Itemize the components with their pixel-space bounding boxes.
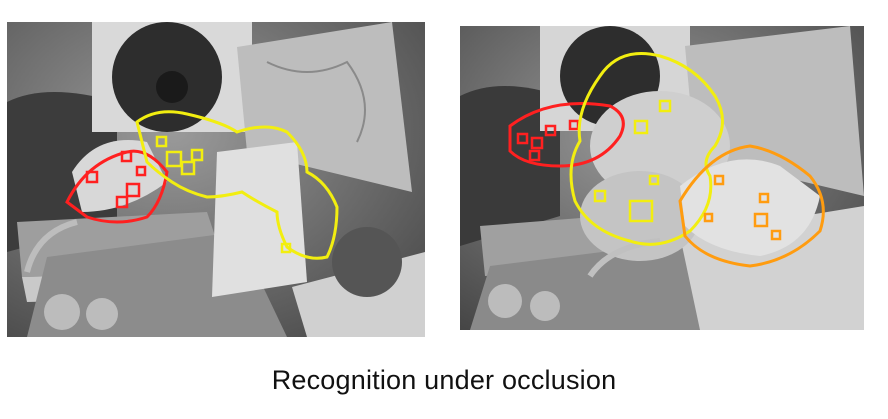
red-recognition-outline (65, 149, 169, 224)
phone-cord (587, 238, 661, 278)
yellow-feature-markers (593, 99, 672, 223)
red-feature-markers (85, 150, 147, 209)
magazine-badge-2 (530, 291, 560, 321)
magazine-badge (44, 294, 80, 330)
yellow-recognition-outline (135, 110, 339, 260)
red-recognition-outline (508, 102, 625, 168)
red-feature-markers (516, 119, 580, 162)
right-scene-graphic (460, 26, 864, 330)
left-scene-photo (7, 22, 425, 337)
yellow-feature-markers (155, 135, 292, 254)
right-scene-photo (460, 26, 864, 330)
fan-hub (156, 71, 188, 103)
sofa-arm (460, 86, 560, 246)
sofa-arm (7, 92, 117, 252)
teddy-bear-body (580, 171, 700, 261)
telephone (72, 140, 167, 212)
magazine-badge-2 (86, 298, 118, 330)
left-scene-graphic (7, 22, 425, 337)
magazine-badge (488, 284, 522, 318)
figure-caption: Recognition under occlusion (271, 365, 617, 395)
map-lines (266, 60, 366, 143)
orange-recognition-outline (678, 144, 825, 268)
orange-feature-markers (703, 174, 782, 241)
coaster (332, 227, 402, 297)
phone-cord (24, 219, 78, 273)
box (212, 142, 307, 297)
yellow-recognition-outline (569, 52, 724, 246)
map-board (685, 26, 864, 196)
